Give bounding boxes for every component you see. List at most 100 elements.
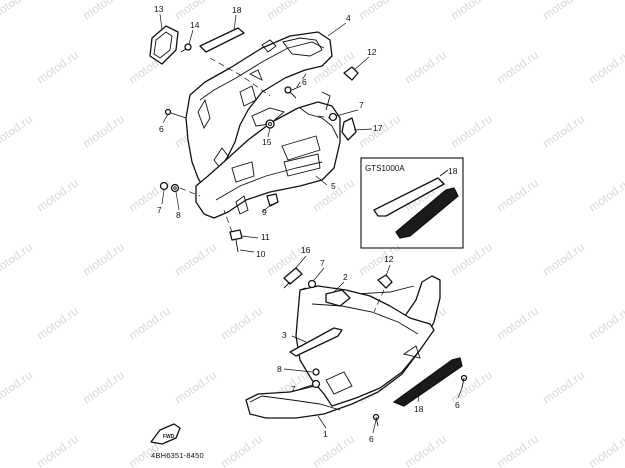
watermark-text: motod.ru [586, 176, 625, 215]
watermark-text: motod.ru [34, 304, 81, 343]
watermark-text: motod.ru [0, 240, 35, 279]
watermark-text: motod.ru [540, 368, 587, 407]
screw-part-6-c [372, 413, 380, 427]
clip-part-9 [266, 193, 279, 207]
leader-lines [159, 13, 463, 434]
watermark-text: motod.ru [264, 0, 311, 22]
decal-strip-part-18-upper [199, 27, 245, 53]
grommet-part-7-c [307, 279, 317, 289]
watermark-text: motod.ru [126, 176, 173, 215]
watermark-text: motod.ru [34, 176, 81, 215]
watermark-text: motod.ru [356, 240, 403, 279]
callout-14: 14 [190, 20, 200, 30]
watermark-text: motod.ru [0, 112, 35, 151]
watermark-text: motod.ru [80, 240, 127, 279]
watermark-text: motod.ru [494, 48, 541, 87]
watermark-text: motod.ru [34, 432, 81, 468]
callout-12-upper: 12 [367, 47, 377, 57]
lower-cowl-part-5 [195, 101, 341, 219]
callout-18-upper: 18 [232, 5, 242, 15]
nut-part-12-upper [343, 66, 359, 81]
watermark-text: motod.ru [0, 0, 35, 22]
callout-numbers: 13 14 18 4 12 6 6 7 17 15 5 7 8 9 11 10 … [154, 4, 460, 444]
watermark-text: motod.ru [356, 0, 403, 22]
watermark-text: motod.ru [586, 48, 625, 87]
side-cowl-part-1 [245, 275, 441, 419]
callout-6-c: 6 [369, 434, 374, 444]
callout-7-d: 7 [291, 384, 296, 394]
decal-part-18-lower [393, 357, 463, 407]
callout-8-a: 8 [176, 210, 181, 220]
screw-part-6-b [164, 108, 187, 119]
watermark-text: motod.ru [540, 112, 587, 151]
bolt-part-11 [229, 229, 243, 253]
grommet-part-7-a [328, 112, 338, 122]
cable-line [299, 107, 339, 139]
inner-panel-part-4 [185, 31, 333, 191]
inset-label: GTS1000A [365, 164, 405, 173]
drawing-code: 4BH6351-8450 [151, 451, 204, 460]
watermark-text: motod.ru [448, 240, 495, 279]
callout-8-b: 8 [277, 364, 282, 374]
callout-1: 1 [323, 429, 328, 439]
badge-plate-part-13 [149, 25, 179, 65]
watermark-text: motod.ru [0, 368, 35, 407]
watermark-text: motod.ru [218, 432, 265, 468]
callout-18-inset: 18 [448, 166, 458, 176]
callout-2: 2 [343, 272, 348, 282]
callout-15: 15 [262, 137, 272, 147]
callout-6-d: 6 [455, 400, 460, 410]
callout-7-b: 7 [157, 205, 162, 215]
watermark-text: motod.ru [540, 0, 587, 22]
watermark-text: motod.ru [448, 112, 495, 151]
bracket-wire [321, 91, 331, 111]
callout-7-a: 7 [359, 100, 364, 110]
grommet-part-15 [265, 119, 275, 129]
watermark-text: motod.ru [172, 368, 219, 407]
front-arrow-icon: FWD [150, 423, 181, 445]
callout-11: 11 [261, 232, 270, 242]
grommet-part-7-b [159, 181, 169, 191]
callout-16: 16 [301, 245, 311, 255]
callout-6-b: 6 [159, 124, 164, 134]
nut-part-8-a [170, 183, 180, 193]
bolt-part-14 [180, 43, 192, 53]
panel-part-2 [325, 289, 351, 307]
watermark-text: motod.ru [126, 304, 173, 343]
callout-18-lower: 18 [414, 404, 424, 414]
callout-4: 4 [346, 13, 351, 23]
nut-part-8-b [312, 368, 320, 376]
watermark-text: motod.ru [540, 240, 587, 279]
strip-part-3 [289, 327, 343, 357]
screw-part-6-d [460, 374, 468, 389]
callout-10: 10 [256, 249, 266, 259]
watermark-text: motod.ru [80, 0, 127, 22]
clip-part-16 [283, 267, 303, 289]
watermark-text: motod.ru [80, 368, 127, 407]
watermark-text: motod.ru [34, 48, 81, 87]
gts1000a-inset: GTS1000A [360, 157, 464, 249]
clip-part-17 [341, 117, 357, 141]
watermark-text: motod.ru [402, 432, 449, 468]
callout-7-c: 7 [320, 258, 325, 268]
front-arrow-label: FWD [163, 434, 175, 440]
callout-13: 13 [154, 4, 164, 14]
watermark-text: motod.ru [80, 112, 127, 151]
watermark-text: motod.ru [402, 48, 449, 87]
screw-part-6-a [284, 86, 297, 99]
watermark-text: motod.ru [586, 432, 625, 468]
watermark-text: motod.ru [172, 240, 219, 279]
watermark-text: motod.ru [218, 304, 265, 343]
watermark-text: motod.ru [494, 176, 541, 215]
callout-12-lower: 12 [384, 254, 394, 264]
dashed-assembly-lines [179, 57, 385, 313]
grommet-part-7-d [311, 379, 321, 389]
watermark-text: motod.ru [494, 304, 541, 343]
watermark-text: motod.ru [448, 0, 495, 22]
callout-5: 5 [331, 181, 336, 191]
callout-3: 3 [282, 330, 287, 340]
watermark-text: motod.ru [494, 432, 541, 468]
nut-part-12-lower [377, 274, 393, 289]
callout-9: 9 [262, 207, 267, 217]
